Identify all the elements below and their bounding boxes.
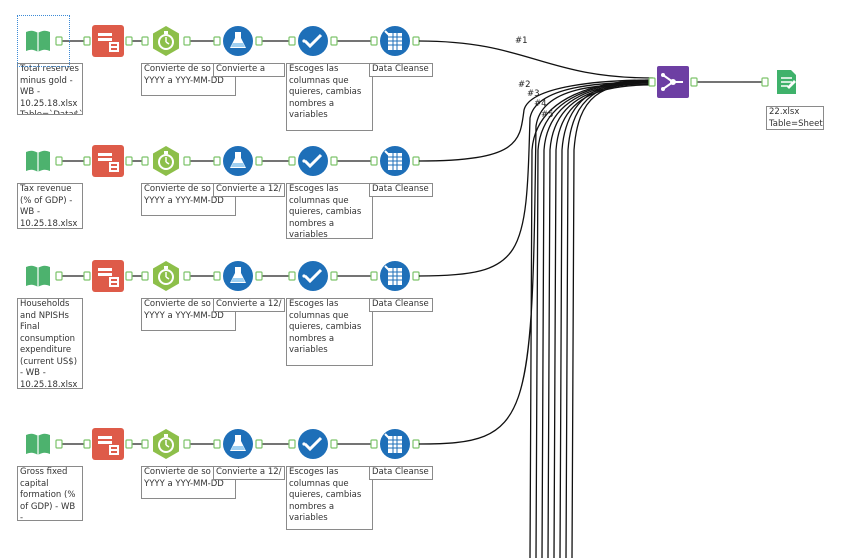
- annotation-cleanse-row-4: Data Cleanse: [369, 466, 433, 480]
- annotation-input-row-2: Tax revenue (% of GDP) - WB - 10.25.18.x…: [17, 183, 83, 229]
- select-records-tool-row-3[interactable]: [92, 260, 124, 292]
- formula-tool-2-row-3[interactable]: [222, 260, 254, 292]
- input-data-tool-row-3[interactable]: [22, 260, 54, 292]
- annotation-formula2-row-4: Convierte a 12/: [213, 466, 285, 480]
- annotation-input-row-1: Total reserves minus gold - WB - 10.25.1…: [17, 63, 83, 115]
- select-records-tool-row-2[interactable]: [92, 145, 124, 177]
- data-cleanse-tool-row-1[interactable]: [379, 25, 411, 57]
- annotation-select-row-4: Escoges las columnas que quieres, cambia…: [286, 466, 373, 530]
- data-cleanse-tool-row-3[interactable]: [379, 260, 411, 292]
- union-tool[interactable]: [657, 66, 689, 98]
- annotation-formula2-row-2: Convierte a 12/: [213, 183, 285, 197]
- formula-tool-row-3[interactable]: [150, 260, 182, 292]
- data-cleanse-tool-row-2[interactable]: [379, 145, 411, 177]
- annotation-select-row-3: Escoges las columnas que quieres, cambia…: [286, 298, 373, 366]
- formula-tool-row-4[interactable]: [150, 428, 182, 460]
- connection-label: #5: [541, 110, 554, 120]
- annotation-formula2-row-3: Convierte a 12/: [213, 298, 285, 312]
- connection-label: #4: [534, 99, 547, 109]
- select-records-tool-row-1[interactable]: [92, 25, 124, 57]
- annotation-cleanse-row-3: Data Cleanse: [369, 298, 433, 312]
- select-tool-row-3[interactable]: [297, 260, 329, 292]
- annotation-input-row-4: Gross fixed capital formation (% of GDP)…: [17, 466, 83, 521]
- select-tool-row-2[interactable]: [297, 145, 329, 177]
- annotation-select-row-2: Escoges las columnas que quieres, cambia…: [286, 183, 373, 239]
- data-cleanse-tool-row-4[interactable]: [379, 428, 411, 460]
- formula-tool-2-row-2[interactable]: [222, 145, 254, 177]
- annotation-output: 22.xlsx Table=Sheet2: [766, 106, 824, 130]
- formula-tool-row-1[interactable]: [150, 25, 182, 57]
- connection-label: #3: [527, 89, 540, 99]
- input-data-tool-row-2[interactable]: [22, 145, 54, 177]
- output-data-tool[interactable]: [770, 66, 802, 98]
- annotation-select-row-1: Escoges las columnas que quieres, cambia…: [286, 63, 373, 131]
- annotation-cleanse-row-2: Data Cleanse: [369, 183, 433, 197]
- annotation-formula1-row-4: Convierte de so YYYY a YYY-MM-DD: [141, 466, 236, 499]
- select-tool-row-1[interactable]: [297, 25, 329, 57]
- annotation-cleanse-row-1: Data Cleanse: [369, 63, 433, 77]
- select-records-tool-row-4[interactable]: [92, 428, 124, 460]
- formula-tool-row-2[interactable]: [150, 145, 182, 177]
- input-data-tool-row-1[interactable]: [22, 25, 54, 57]
- annotation-input-row-3: Households and NPISHs Final consumption …: [17, 298, 83, 389]
- selection-box: [17, 15, 70, 67]
- connection-label: #2: [518, 80, 531, 90]
- formula-tool-2-row-4[interactable]: [222, 428, 254, 460]
- input-data-tool-row-4[interactable]: [22, 428, 54, 460]
- annotation-formula2-row-1: Convierte a 12/31: [213, 63, 285, 77]
- formula-tool-2-row-1[interactable]: [222, 25, 254, 57]
- select-tool-row-4[interactable]: [297, 428, 329, 460]
- connection-label: #1: [515, 36, 528, 46]
